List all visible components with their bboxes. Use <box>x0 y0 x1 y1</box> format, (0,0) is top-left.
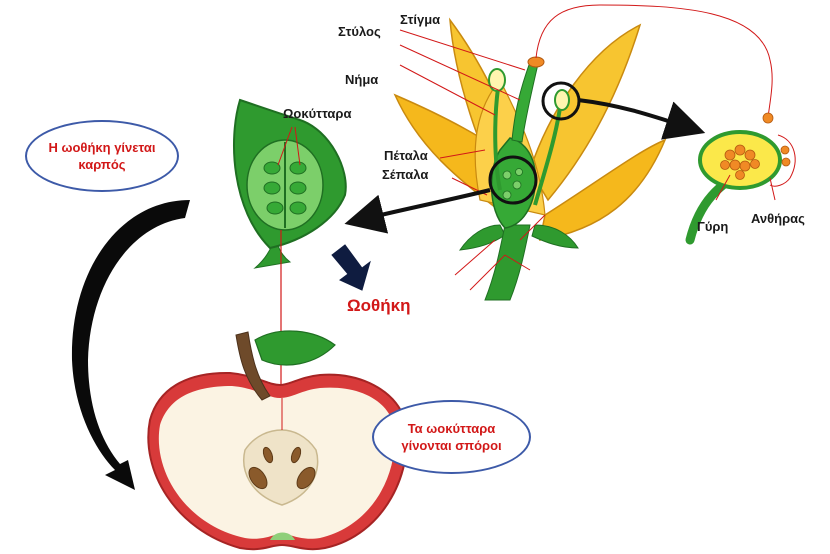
filament-label: Νήμα <box>345 72 378 87</box>
anther-right <box>555 90 569 110</box>
sepals-label: Σέπαλα <box>382 167 428 182</box>
sepal-left <box>460 225 505 250</box>
ovary-to-fruit-bubble: Η ωοθήκη γίνεται καρπός <box>25 120 179 192</box>
style-label: Στύλος <box>338 24 381 39</box>
ovary-closeup-stem <box>255 245 290 268</box>
ovules-to-seeds-bubble: Τα ωοκύτταρα γίνονται σπόροι <box>372 400 531 474</box>
stigma-label: Στίγμα <box>400 12 440 27</box>
ovary-to-fruit-text: Η ωοθήκη γίνεται καρπός <box>37 139 167 173</box>
pistil-style <box>512 62 538 142</box>
arrow-to-ovary <box>360 190 490 220</box>
ovary-label: Ωοθήκη <box>347 296 410 316</box>
ovules-to-seeds-text: Τα ωοκύτταρα γίνονται σπόροι <box>387 420 517 454</box>
ovary-closeup <box>234 100 346 268</box>
anther-left <box>489 69 505 91</box>
pollen-label: Γύρη <box>697 219 728 234</box>
apple-leaf <box>255 331 335 365</box>
apple-cross-section <box>148 331 407 549</box>
stigma-shape <box>528 57 544 67</box>
ovules-label: Ωοκύτταρα <box>283 106 351 121</box>
ovary-pointer-arrow <box>332 245 370 290</box>
anther-label: Ανθήρας <box>751 211 805 226</box>
petals-label: Πέταλα <box>384 148 428 163</box>
flower-illustration <box>395 20 665 300</box>
